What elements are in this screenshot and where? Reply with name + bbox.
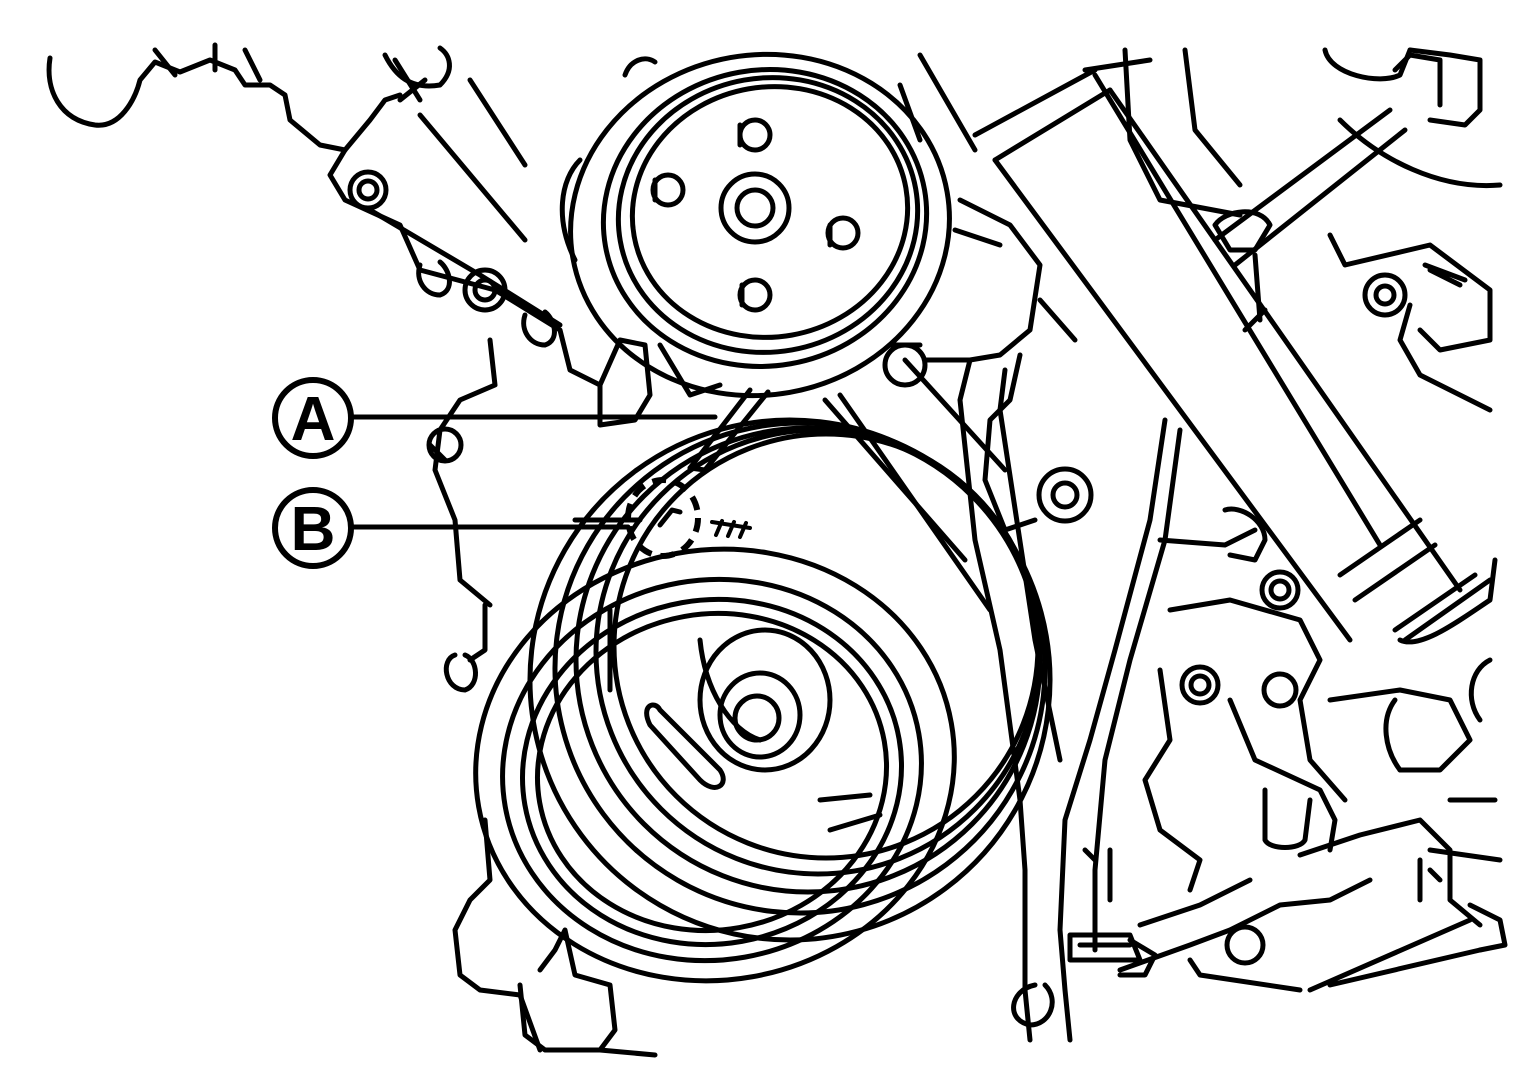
callout-b: B (272, 487, 354, 569)
callout-b-label: B (291, 495, 336, 564)
upper-idler-pulley (559, 51, 952, 399)
callout-a-label: A (291, 385, 336, 454)
crankshaft-pulley (473, 417, 1053, 984)
timing-marks (572, 507, 752, 539)
timing-mark-highlight (625, 477, 701, 559)
right-side-components (1082, 506, 1508, 993)
timing-pointer (687, 387, 771, 473)
callout-a: A (272, 377, 354, 459)
vertical-tube (957, 357, 1183, 1043)
center-bracket (597, 52, 1094, 533)
coolant-hose (972, 57, 1498, 645)
upper-right-components (1122, 47, 1503, 413)
callout-b-circle (272, 487, 354, 569)
callout-a-circle (272, 377, 354, 459)
front-cover-left (426, 426, 658, 1058)
drive-belt (822, 357, 1008, 613)
upper-left-bracket (46, 42, 603, 608)
